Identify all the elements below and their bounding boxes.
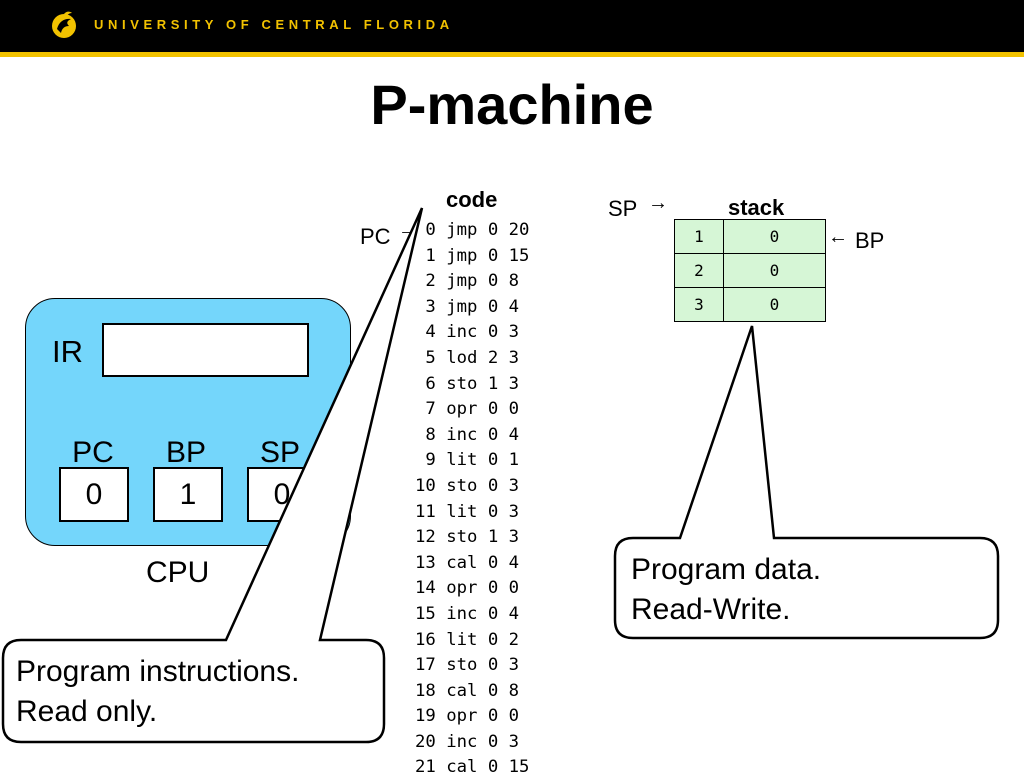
page-title: P-machine	[370, 73, 654, 136]
code-line: 14 opr 0 0	[415, 578, 520, 599]
code-pc-label: PC	[360, 224, 391, 249]
cpu-label: CPU	[146, 556, 210, 589]
callout-right-text: Program data. Read-Write.	[631, 550, 821, 630]
header-bar	[0, 0, 1024, 52]
callout-left-text: Program instructions. Read only.	[16, 652, 299, 732]
stack-value: 0	[723, 287, 826, 322]
code-line: 16 lit 0 2	[415, 629, 520, 650]
callout-left-line1: Program instructions.	[16, 655, 300, 688]
code-line: 7 opr 0 0	[415, 399, 520, 420]
pc-register-label: PC	[72, 436, 114, 469]
code-line: 5 lod 2 3	[415, 347, 520, 368]
stack-row: 2 0	[674, 253, 826, 288]
callout-right-line2: Read-Write.	[631, 593, 791, 626]
code-line: 11 lit 0 3	[415, 501, 520, 522]
callout-left-line2: Read only.	[16, 695, 158, 728]
callout-left-bubble	[1, 207, 424, 744]
code-line: 12 sto 1 3	[415, 527, 520, 548]
stack-header: stack	[728, 195, 785, 220]
sp-register-label: SP	[259, 436, 301, 469]
bp-register-label: BP	[165, 436, 207, 469]
code-line: 0 jmp 0 20	[415, 220, 530, 240]
code-line: 3 jmp 0 4	[415, 296, 520, 317]
callout-right-line1: Program data.	[631, 553, 822, 586]
code-header: code	[446, 187, 498, 212]
code-line: 2 jmp 0 8	[415, 271, 520, 292]
header-rule	[0, 52, 1024, 57]
bp-register-value: 1	[153, 467, 223, 522]
code-line: 9 lit 0 1	[415, 450, 520, 471]
code-line: 6 sto 1 3	[415, 373, 520, 394]
pegasus-logo-icon	[52, 11, 76, 38]
stack-sp-label: SP	[608, 196, 638, 221]
ir-label: IR	[52, 334, 83, 369]
university-name: UNIVERSITY OF CENTRAL FLORIDA	[94, 17, 454, 32]
pc-register-value: 0	[59, 467, 129, 522]
stack-index: 3	[674, 287, 724, 322]
code-line: 4 inc 0 3	[415, 322, 520, 343]
stack-table: 1 0 2 0 3 0	[674, 219, 826, 322]
stack-value: 0	[723, 219, 826, 254]
code-line: 17 sto 0 3	[415, 655, 520, 676]
code-line: 18 cal 0 8	[415, 680, 520, 701]
bp-pointer-arrow: ←	[828, 226, 848, 248]
callout-right-bubble	[613, 325, 1000, 640]
code-line: 10 sto 0 3	[415, 475, 520, 496]
stack-row: 3 0	[674, 287, 826, 322]
code-line: 20 inc 0 3	[415, 731, 520, 752]
sp-pointer-arrow: →	[648, 192, 668, 214]
code-line: 1 jmp 0 15	[415, 245, 530, 266]
code-line: 19 opr 0 0	[415, 706, 520, 727]
stack-bp-label: BP	[855, 228, 885, 253]
stack-row: 1 0	[674, 219, 826, 254]
ir-register-box	[102, 323, 309, 377]
code-line: 8 inc 0 4	[415, 424, 520, 445]
code-line: 15 inc 0 4	[415, 603, 520, 624]
code-line: 13 cal 0 4	[415, 552, 520, 573]
